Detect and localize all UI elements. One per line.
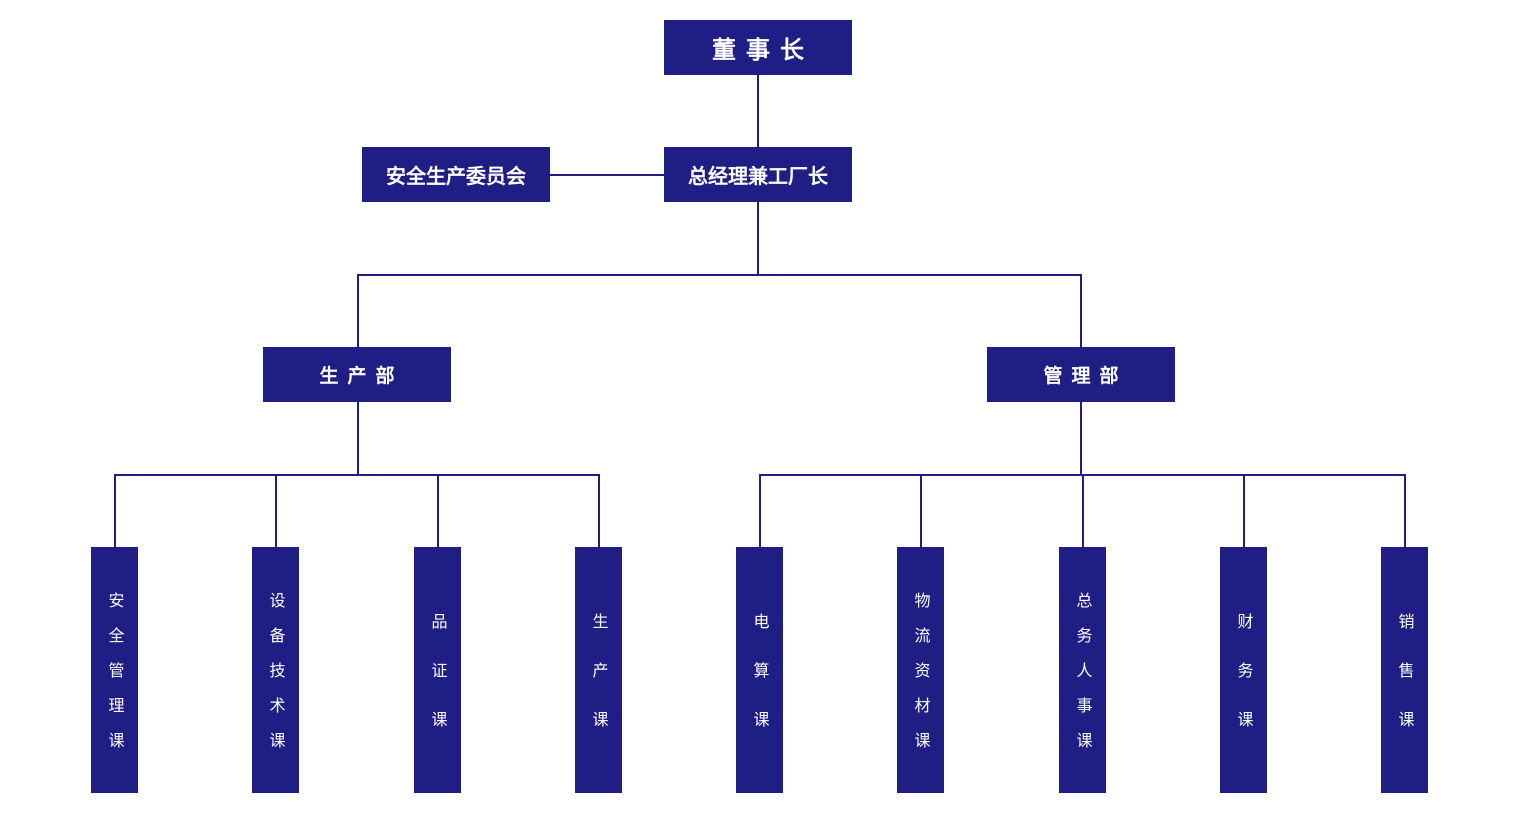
- section-label: 销售课: [1395, 613, 1415, 760]
- section-box-logistics-materials: 物流资材课: [897, 547, 944, 793]
- section-box-safety-management: 安全管理课: [91, 547, 138, 793]
- management-dept-box: 管理部: [987, 347, 1175, 402]
- section-label: 生产课: [589, 613, 609, 760]
- safety-committee-box: 安全生产委员会: [362, 147, 550, 202]
- section-box-sales: 销售课: [1381, 547, 1428, 793]
- production-dept-box: 生产部: [263, 347, 451, 402]
- section-label: 电算课: [750, 613, 770, 760]
- section-label: 物流资材课: [911, 592, 931, 767]
- general-manager-label: 总经理兼工厂长: [688, 164, 828, 188]
- safety-committee-label: 安全生产委员会: [386, 164, 526, 188]
- section-box-finance: 财务课: [1220, 547, 1267, 793]
- management-dept-label: 管理部: [1043, 365, 1128, 387]
- section-box-computing: 电算课: [736, 547, 783, 793]
- section-label: 设备技术课: [266, 592, 286, 767]
- section-box-production: 生产课: [575, 547, 622, 793]
- section-box-general-affairs-hr: 总务人事课: [1059, 547, 1106, 793]
- production-dept-label: 生产部: [319, 365, 404, 387]
- section-label: 财务课: [1234, 613, 1254, 760]
- section-label: 总务人事课: [1073, 592, 1093, 767]
- chairman-label: 董事长: [712, 36, 814, 64]
- section-box-equipment-tech: 设备技术课: [252, 547, 299, 793]
- section-label: 安全管理课: [105, 592, 125, 767]
- general-manager-box: 总经理兼工厂长: [664, 147, 852, 202]
- section-box-quality: 品证课: [414, 547, 461, 793]
- chairman-box: 董事长: [664, 20, 852, 75]
- section-label: 品证课: [428, 613, 448, 760]
